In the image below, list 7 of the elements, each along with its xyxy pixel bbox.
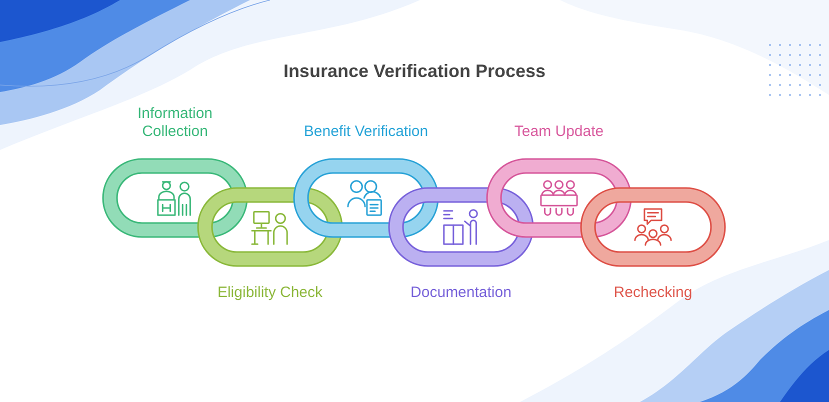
step-label: Benefit Verification [302,123,430,141]
step-label: Team Update [513,123,605,141]
step-label: Documentation [410,284,512,302]
step-label: Rechecking [612,284,694,302]
step-label: Information Collection [136,105,214,141]
step-label: Eligibility Check [216,284,324,302]
title: Insurance Verification Process [282,60,547,82]
